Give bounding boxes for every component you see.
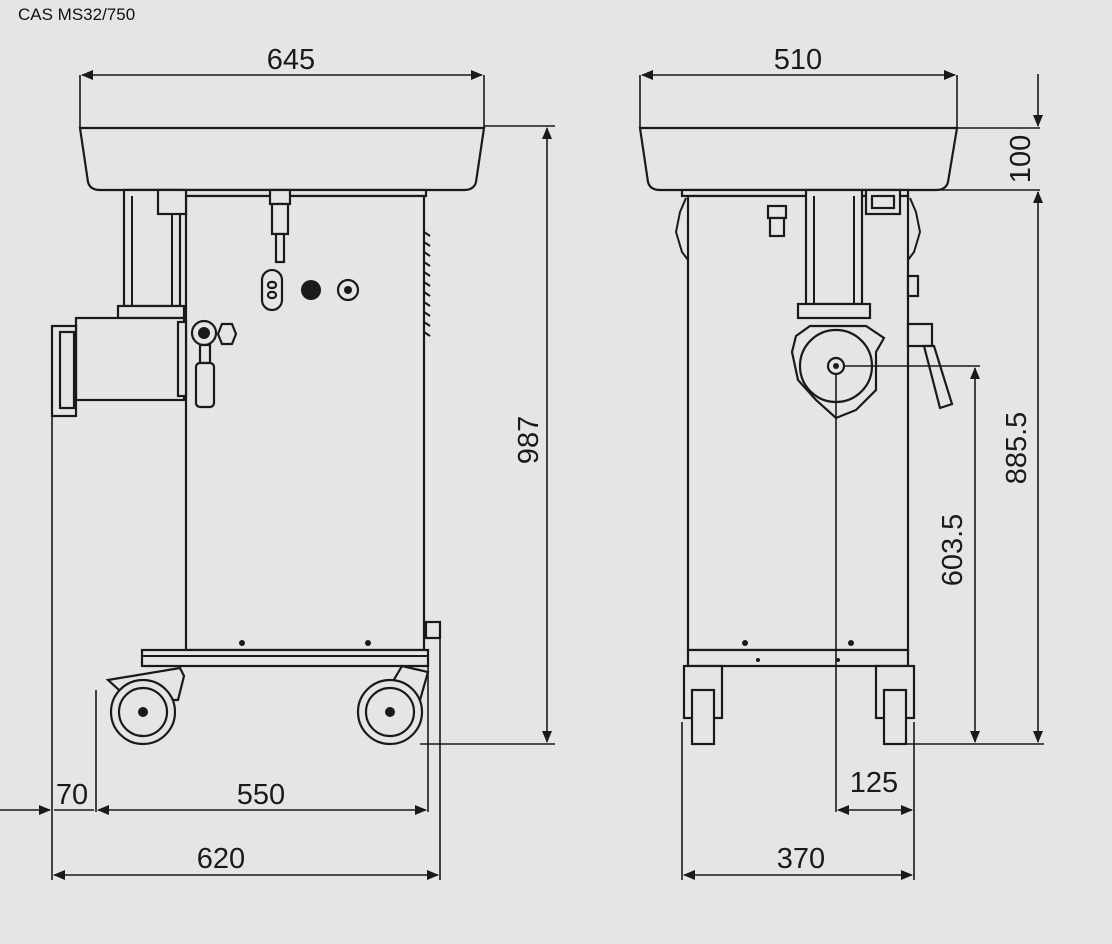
dim-side-top-width: 510 (774, 44, 822, 76)
dim-wheel-base-front: 550 (237, 779, 285, 811)
dim-overall-depth: 620 (197, 843, 245, 875)
front-tray (78, 126, 486, 192)
stop-button-icon (301, 280, 321, 300)
side-dimension-lines (639, 70, 1044, 880)
dim-total-height: 987 (513, 416, 545, 464)
side-cabinet (686, 194, 910, 652)
dim-wheel-base-side: 370 (777, 843, 825, 875)
front-dimension-lines (0, 70, 555, 880)
front-view (50, 126, 486, 746)
dim-front-offset: 70 (56, 779, 88, 811)
dim-tray-height: 100 (1005, 135, 1037, 183)
side-tray (638, 126, 959, 192)
front-cabinet (184, 194, 426, 652)
dim-outlet-offset: 125 (850, 767, 898, 799)
dim-front-top-width: 645 (267, 44, 315, 76)
grinder-outlet (74, 316, 186, 402)
model-title: CAS MS32/750 (18, 5, 136, 24)
switch-icon (260, 268, 284, 312)
side-view (638, 126, 959, 746)
dim-outlet-height: 603.5 (937, 514, 969, 587)
dim-hopper-floor-height: 885.5 (1001, 412, 1033, 485)
